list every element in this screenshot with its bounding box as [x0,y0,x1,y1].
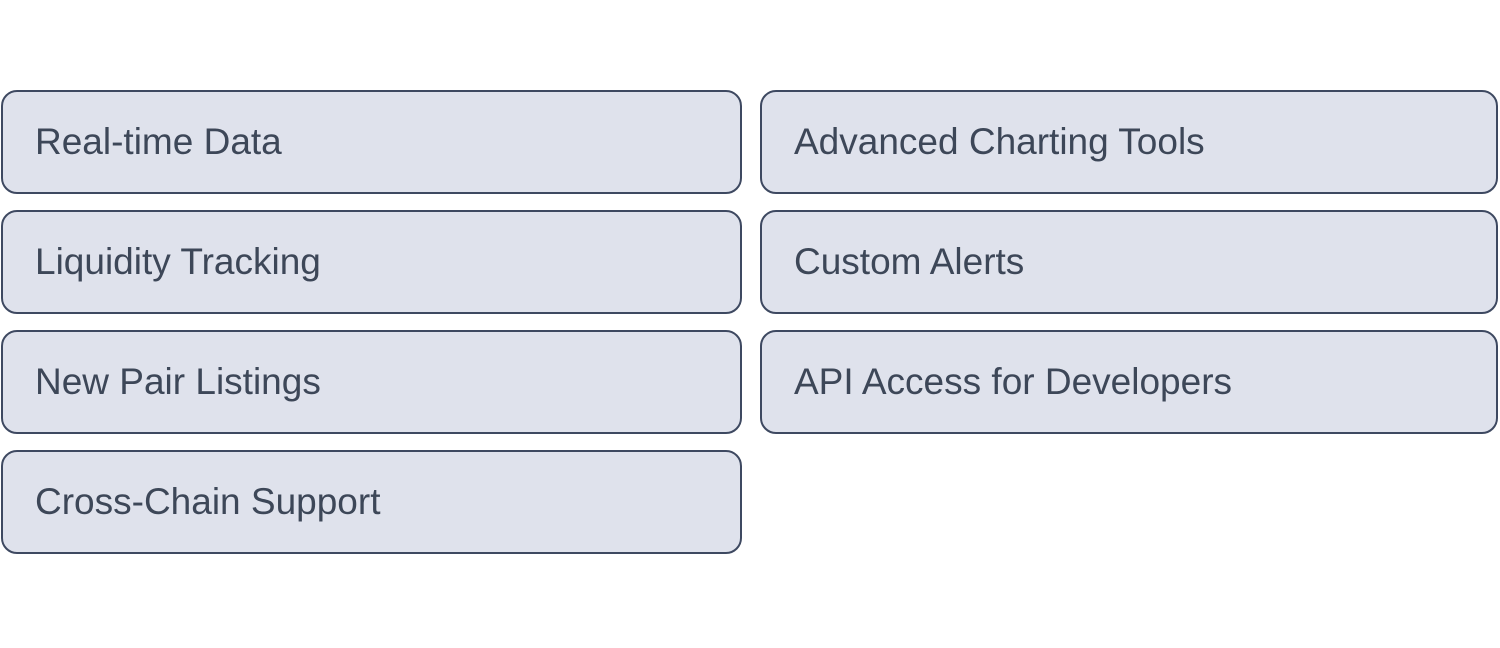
feature-card-cross-chain-support[interactable]: Cross-Chain Support [1,450,742,554]
feature-card-label: New Pair Listings [35,360,321,402]
feature-card-label: Liquidity Tracking [35,240,321,282]
feature-card-api-access-for-developers[interactable]: API Access for Developers [760,330,1498,434]
feature-card-label: Real-time Data [35,120,282,162]
features-grid: Real-time Data Advanced Charting Tools L… [1,90,1498,554]
feature-card-label: Advanced Charting Tools [794,120,1205,162]
feature-card-liquidity-tracking[interactable]: Liquidity Tracking [1,210,742,314]
feature-card-new-pair-listings[interactable]: New Pair Listings [1,330,742,434]
feature-card-advanced-charting-tools[interactable]: Advanced Charting Tools [760,90,1498,194]
feature-card-label: API Access for Developers [794,360,1233,402]
feature-card-label: Cross-Chain Support [35,480,381,522]
feature-card-label: Custom Alerts [794,240,1025,282]
feature-card-real-time-data[interactable]: Real-time Data [1,90,742,194]
feature-card-custom-alerts[interactable]: Custom Alerts [760,210,1498,314]
